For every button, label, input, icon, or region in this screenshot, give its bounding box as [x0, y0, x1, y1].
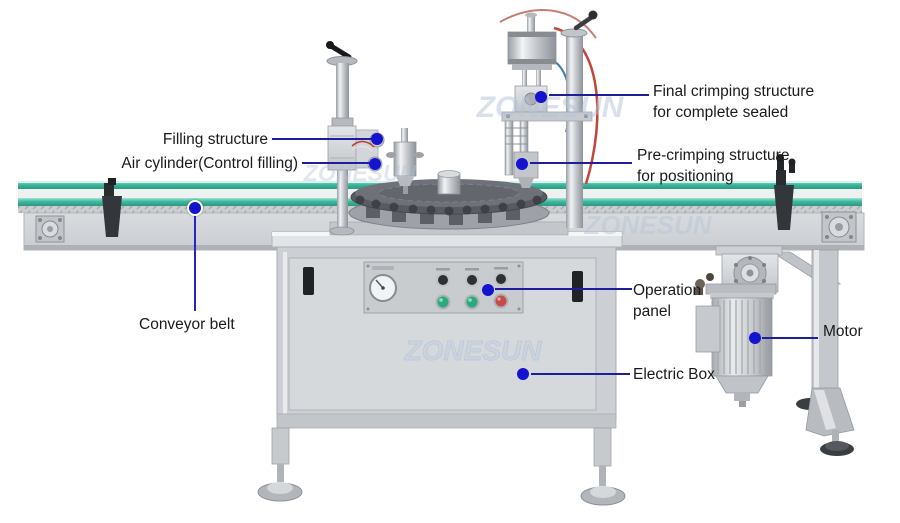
leader-operation-panel	[495, 288, 632, 290]
pressure-gauge	[369, 274, 397, 302]
start-button-green-2	[464, 294, 480, 310]
leader-air-cylinder	[302, 162, 370, 164]
motor-fitting	[695, 279, 705, 289]
pre-crimping-structure	[504, 120, 539, 188]
start-button-green-1	[435, 294, 451, 310]
cabinet-legs	[257, 427, 626, 506]
label-conveyor-belt: Conveyor belt	[139, 316, 235, 333]
dot-operation-panel	[482, 284, 494, 296]
label-pre-crimping: Pre-crimping structure for positioning	[637, 147, 790, 185]
leader-conveyor-belt	[194, 213, 196, 311]
dot-conveyor-belt	[187, 200, 203, 216]
crank-handle	[328, 43, 352, 60]
watermarks: ZONESUN ZONESUN ZONESUN ZONESUN	[303, 91, 713, 366]
electric-box-cabinet	[257, 231, 626, 506]
bearing-flange-left	[35, 215, 65, 243]
door-handle-left	[303, 267, 314, 295]
selector-knob-1	[436, 273, 450, 287]
watermark-center: ZONESUN	[476, 91, 625, 124]
sensor-wire	[351, 140, 375, 148]
watermark-door: ZONESUN	[404, 335, 543, 366]
label-final-crimping: Final crimping structure for complete se…	[653, 83, 815, 121]
stop-button-red	[493, 293, 509, 309]
watermark-right: ZONESUN	[583, 210, 712, 240]
label-motor: Motor	[823, 323, 863, 340]
leader-pre-crimping	[530, 162, 632, 164]
filling-structure	[326, 41, 424, 236]
selector-knob-2	[465, 273, 479, 287]
dot-motor	[749, 332, 761, 344]
label-operation-panel: Operation panel	[633, 282, 702, 320]
dot-air-cylinder	[369, 158, 381, 170]
dot-electric-box	[517, 368, 529, 380]
dot-final-crimping	[535, 91, 547, 103]
leader-filling-structure	[272, 138, 372, 140]
dot-filling-structure	[371, 133, 383, 145]
watermark-left: ZONESUN	[303, 160, 417, 186]
label-electric-box: Electric Box	[633, 366, 715, 383]
motor	[694, 245, 783, 407]
motor-junction-box	[695, 305, 721, 353]
cap-holder-notches	[355, 195, 542, 216]
rail-clamp-right	[774, 154, 796, 230]
leader-final-crimping	[549, 94, 649, 96]
bearing-flange-right	[821, 211, 857, 243]
rail-clamp-left	[102, 178, 122, 237]
label-filling-structure: Filling structure	[162, 131, 268, 148]
filling-nozzle	[386, 128, 424, 194]
label-air-cylinder: Air cylinder(Control filling)	[121, 155, 298, 172]
operation-panel	[363, 261, 524, 314]
leader-electric-box	[531, 373, 630, 375]
door-handle-right	[572, 271, 583, 302]
selector-knob-3	[494, 272, 508, 286]
conveyor-stand	[770, 249, 855, 456]
support-column	[566, 34, 583, 228]
dot-pre-crimping	[516, 158, 528, 170]
crimping-tower	[499, 9, 599, 228]
leader-motor	[762, 337, 818, 339]
